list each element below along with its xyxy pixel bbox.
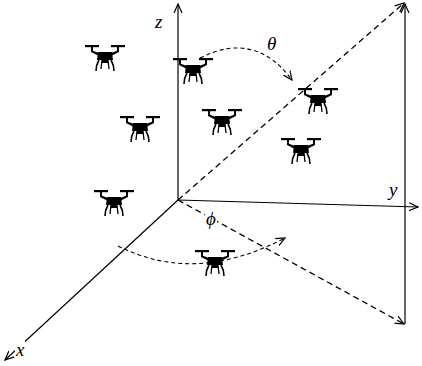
axis-label: x [15, 340, 25, 359]
angle-label: θ [266, 34, 277, 53]
axis-label: y [388, 180, 398, 199]
angle-label: ϕ [205, 209, 217, 228]
axis-label: z [154, 12, 163, 31]
